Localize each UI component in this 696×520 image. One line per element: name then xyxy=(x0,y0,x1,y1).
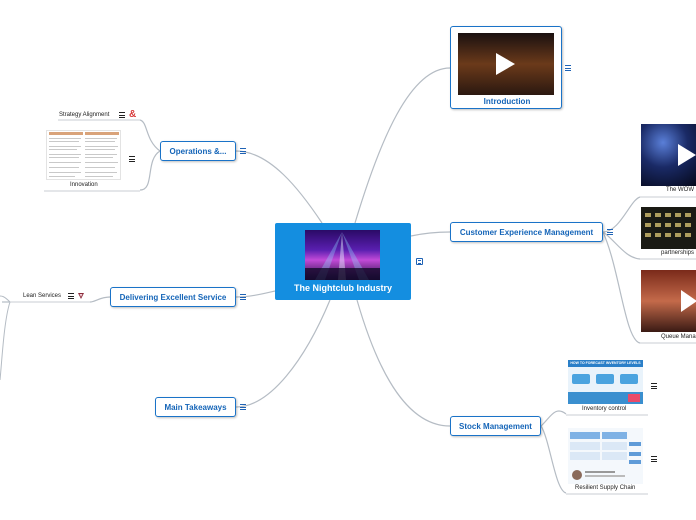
stock-label: Stock Management xyxy=(459,421,532,431)
connector-wow xyxy=(602,196,641,233)
subtopic-lean[interactable]: Lean Services xyxy=(23,293,62,299)
connector-strategy xyxy=(139,119,161,152)
left-offscreen-connector-2 xyxy=(0,295,11,303)
central-image xyxy=(305,230,380,280)
delivering-label: Delivering Excellent Service xyxy=(119,292,227,302)
branch-operations[interactable]: Operations &... xyxy=(160,141,236,161)
link-icon[interactable] xyxy=(77,292,85,300)
branch-introduction[interactable]: Introduction xyxy=(450,26,562,109)
club-lights-graphic xyxy=(305,232,380,280)
operations-label: Operations &... xyxy=(169,146,227,156)
innovation-table-graphic xyxy=(49,132,119,177)
inventory-notes-icon[interactable] xyxy=(651,383,657,389)
connector-queue xyxy=(602,231,641,344)
subtopic-partnerships[interactable]: partnerships xyxy=(661,250,695,256)
branch-stock[interactable]: Stock Management xyxy=(450,416,541,436)
branch-takeaways[interactable]: Main Takeaways xyxy=(155,397,236,417)
customer-experience-notes-icon[interactable] xyxy=(607,229,613,235)
subtopic-innovation[interactable]: Innovation xyxy=(70,182,98,188)
connector-partnerships xyxy=(602,231,641,260)
subtopic-the-wow[interactable]: The WOW xyxy=(666,187,694,193)
connector-stock xyxy=(356,299,451,427)
takeaways-notes-icon[interactable] xyxy=(240,404,246,410)
innovation-table-thumbnail[interactable] xyxy=(46,130,121,180)
introduction-notes-icon[interactable] xyxy=(565,65,571,71)
inventory-infographic xyxy=(568,374,643,404)
takeaways-label: Main Takeaways xyxy=(164,402,227,412)
connector-delivering xyxy=(235,290,276,298)
connector-operations xyxy=(235,150,323,224)
subtopic-inventory[interactable]: Inventory control xyxy=(582,406,627,412)
central-title: The Nightclub Industry xyxy=(294,283,392,293)
customer-experience-label: Customer Experience Management xyxy=(459,227,594,237)
subtopic-strategy[interactable]: Strategy Alignment xyxy=(59,112,110,118)
introduction-label: Introduction xyxy=(483,97,531,106)
left-offscreen-connector xyxy=(0,301,11,381)
connector-supply xyxy=(540,425,567,494)
subtopic-queue[interactable]: Queue Mana xyxy=(661,334,696,340)
connector-customer-experience xyxy=(410,231,451,237)
introduction-video-thumbnail[interactable] xyxy=(458,33,554,95)
play-icon[interactable] xyxy=(681,290,696,312)
inventory-heading: HOW TO FORECAST INVENTORY LEVELS xyxy=(568,360,643,367)
operations-notes-icon[interactable] xyxy=(240,148,246,154)
strategy-notes-icon[interactable] xyxy=(119,112,125,118)
subtopic-supply-chain[interactable]: Resilient Supply Chain xyxy=(575,485,636,491)
play-icon[interactable] xyxy=(678,144,696,166)
connector-takeaways xyxy=(235,299,331,408)
lean-notes-icon[interactable] xyxy=(68,293,74,299)
partnerships-grid-graphic xyxy=(645,213,691,237)
central-topic[interactable]: The Nightclub Industry xyxy=(275,223,411,300)
connector-inventory xyxy=(540,410,567,427)
supply-chain-thumbnail[interactable] xyxy=(568,428,643,484)
innovation-notes-icon[interactable] xyxy=(129,156,135,162)
connector-lean xyxy=(89,296,111,303)
branch-delivering[interactable]: Delivering Excellent Service xyxy=(110,287,236,307)
connector-innovation xyxy=(139,150,161,191)
ampersand-icon[interactable]: & xyxy=(129,109,137,120)
play-icon[interactable] xyxy=(496,53,515,75)
supply-chain-infographic xyxy=(570,432,641,480)
wow-video-thumbnail[interactable] xyxy=(641,124,696,186)
connector-introduction xyxy=(354,67,451,224)
supply-chain-notes-icon[interactable] xyxy=(651,456,657,462)
queue-video-thumbnail[interactable] xyxy=(641,270,696,332)
partnerships-thumbnail[interactable] xyxy=(641,207,696,249)
delivering-notes-icon[interactable] xyxy=(240,294,246,300)
branch-customer-experience[interactable]: Customer Experience Management xyxy=(450,222,603,242)
inventory-thumbnail[interactable]: HOW TO FORECAST INVENTORY LEVELS xyxy=(568,360,643,404)
central-notes-icon[interactable] xyxy=(416,258,423,265)
